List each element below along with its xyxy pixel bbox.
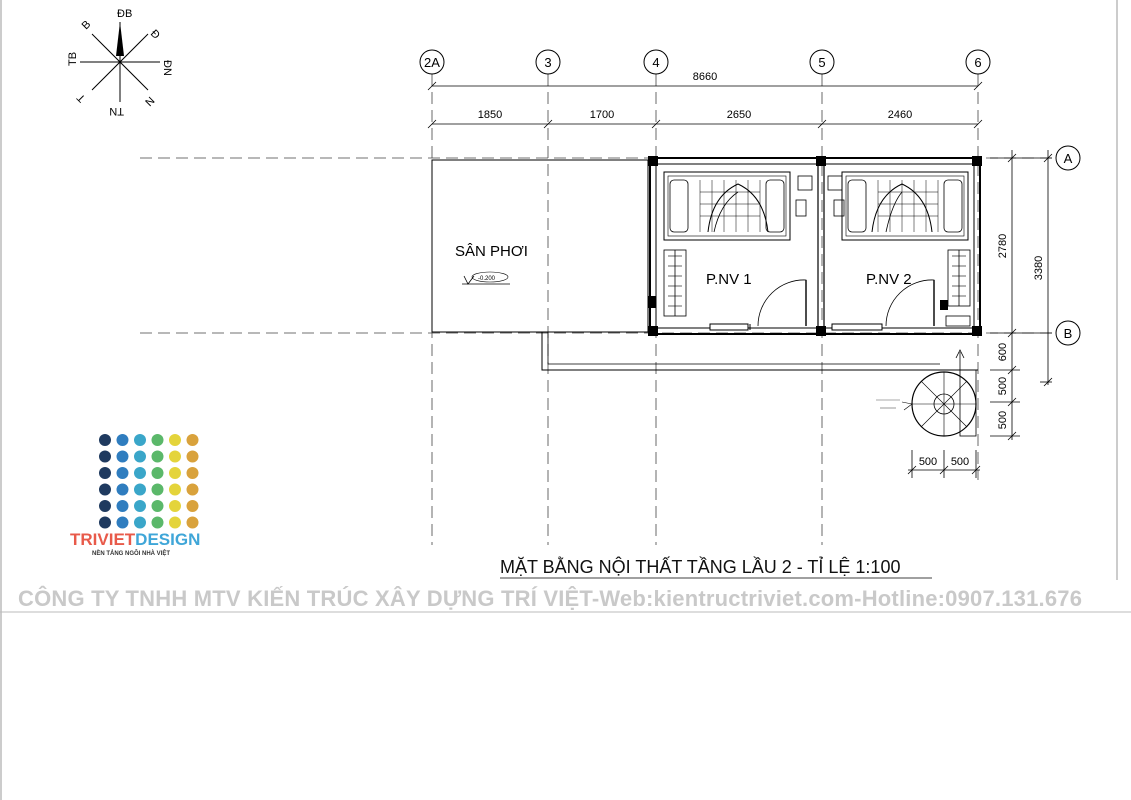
logo-dot [186, 500, 199, 512]
logo-dot [151, 500, 164, 512]
compass-southwest: T [75, 91, 88, 104]
compass-south: TN [109, 105, 124, 117]
logo-dot [169, 516, 181, 529]
balcony-level: -0.200 [478, 276, 496, 282]
logo-dot [134, 450, 146, 463]
logo-dot [116, 483, 129, 496]
logo-dot [99, 467, 111, 479]
dim-right-inner: 2780 [997, 234, 1009, 258]
axis-label-4: 4 [652, 55, 659, 70]
bed-room-1 [663, 171, 791, 241]
logo-dot-grid [99, 434, 199, 529]
axis-bubbles: 2A 3 4 5 6 A B [419, 49, 1081, 346]
logo-dot [186, 450, 199, 463]
compass-north: ĐB [117, 8, 132, 20]
compass-east: ĐN [161, 60, 173, 76]
logo-dot [186, 516, 199, 529]
logo-dot [151, 450, 164, 463]
axis-label-2a: 2A [424, 55, 440, 70]
logo-dot [99, 500, 111, 512]
dim-overall-width: 8660 [693, 71, 717, 83]
axis-label-b: B [1064, 326, 1073, 341]
logo-dot [116, 516, 129, 529]
logo-wordmark: TRIVIETDESIGN [70, 530, 200, 549]
logo-dot [134, 500, 146, 512]
dim-stair-v2: 500 [997, 377, 1009, 395]
company-footer: CÔNG TY TNHH MTV KIẾN TRÚC XÂY DỰNG TRÍ … [18, 586, 1082, 611]
dim-span-2: 1700 [590, 109, 614, 121]
dim-stair-v1: 600 [997, 343, 1009, 361]
logo-dot [134, 467, 146, 479]
logo-dot [169, 483, 181, 496]
axis-label-5: 5 [818, 55, 825, 70]
logo-dot [116, 450, 129, 463]
dim-stair-v3: 500 [997, 411, 1009, 429]
dim-stair-h2: 500 [951, 456, 969, 468]
spiral-stair [901, 349, 977, 437]
room-label-2: P.NV 2 [866, 271, 912, 288]
dim-span-4: 2460 [888, 109, 912, 121]
grid-lines [140, 74, 1055, 545]
logo-dot [134, 516, 146, 529]
logo-dot [169, 467, 181, 479]
axis-label-a: A [1064, 151, 1073, 166]
room-label-1: P.NV 1 [706, 271, 752, 288]
logo-dot [134, 434, 146, 446]
logo-dot [116, 500, 129, 512]
nightstands [795, 175, 845, 217]
balcony-area [431, 159, 978, 371]
dim-stair-h1: 500 [919, 456, 937, 468]
top-dimension-lines [427, 81, 983, 129]
axis-label-3: 3 [544, 55, 551, 70]
stair-bottom-dimension-lines [907, 450, 981, 478]
dim-right-outer: 3380 [1033, 256, 1045, 280]
logo-dot [186, 467, 199, 479]
logo-dot [169, 434, 181, 446]
logo-dot [169, 500, 181, 512]
balcony-label: SÂN PHƠI [455, 243, 528, 260]
logo-dot [169, 450, 181, 463]
logo-dot [134, 483, 146, 496]
drawing-caption: MẶT BẰNG NỘI THẤT TẦNG LẦU 2 - TỈ LỆ 1:1… [500, 556, 900, 577]
stair-note-scribble [876, 399, 900, 409]
logo-dot [151, 467, 164, 479]
bed-room-2 [841, 171, 969, 241]
dim-span-3: 2650 [727, 109, 751, 121]
logo-dot [186, 434, 199, 446]
rooms-block [648, 156, 982, 336]
compass-northeast: Đ [148, 28, 162, 42]
compass-west: TB [67, 52, 79, 66]
logo-dot [151, 516, 164, 529]
right-dimension-lines [990, 150, 1053, 441]
logo-dot [116, 434, 129, 446]
logo-tagline: NỀN TẢNG NGÔI NHÀ VIỆT [92, 549, 170, 557]
logo-name-part1: TRIVIET [70, 530, 136, 549]
wardrobes [663, 249, 971, 327]
logo-dot [186, 483, 199, 496]
logo-dot [99, 450, 111, 463]
dim-span-1: 1850 [478, 109, 502, 121]
level-marker [462, 271, 510, 285]
compass-southeast: N [142, 94, 156, 108]
logo-dot [151, 483, 164, 496]
logo-dot [99, 434, 111, 446]
logo-dot [99, 516, 111, 529]
logo-name-part2: DESIGN [135, 530, 200, 549]
compass-northwest: B [80, 18, 94, 32]
compass-rose: ĐB Đ ĐN N TN T TB B [67, 8, 173, 117]
logo-dot [151, 434, 164, 446]
doors [709, 279, 935, 331]
axis-label-6: 6 [974, 55, 981, 70]
logo-dot [116, 467, 129, 479]
logo-dot [99, 483, 111, 496]
